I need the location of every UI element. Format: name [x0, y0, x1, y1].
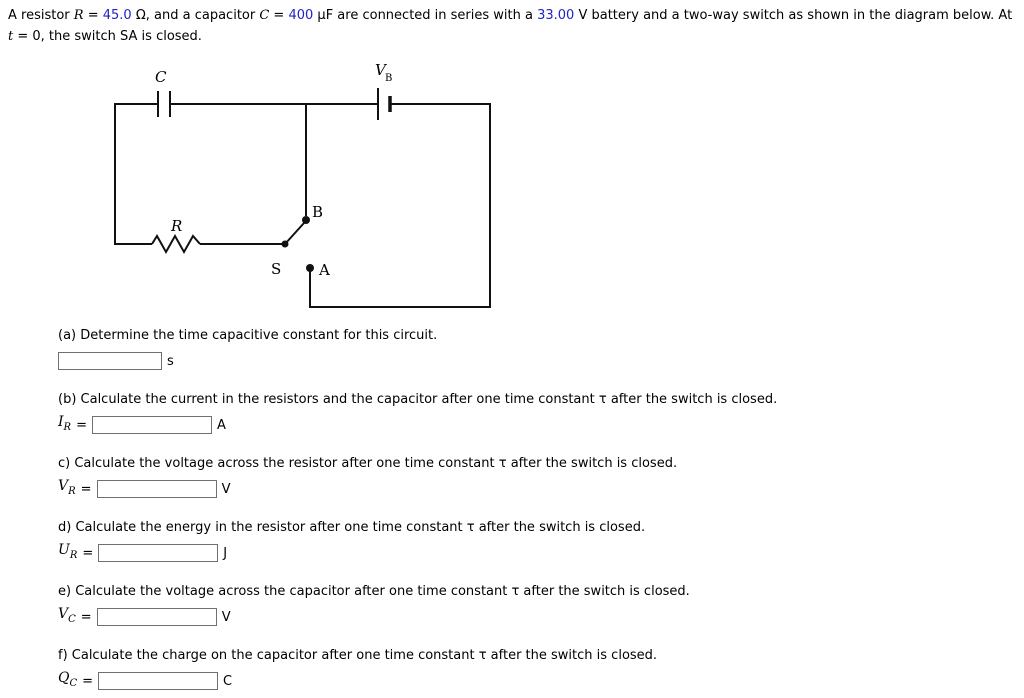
wire-right-bottom: [309, 103, 491, 308]
var-C: C: [259, 8, 270, 23]
var-R: R: [73, 8, 84, 23]
capacitor-label: C: [155, 68, 167, 86]
unit-f: C: [223, 673, 233, 689]
switch-blade: [284, 222, 305, 245]
var-label-VR: VR: [58, 478, 76, 497]
question-f-text: f) Calculate the charge on the capacitor…: [58, 648, 658, 663]
answer-input-c[interactable]: [96, 480, 217, 498]
equals-sign: =: [76, 417, 87, 433]
question-f-answer-row: QC = C: [58, 671, 1016, 691]
question-a-text: (a) Determine the time capacitive consta…: [58, 328, 438, 343]
question-b-text: (b) Calculate the current in the resisto…: [58, 392, 778, 407]
question-a-answer-row: s: [58, 351, 1016, 371]
var-label-VC: VC: [58, 606, 76, 625]
questions-list: (a) Determine the time capacitive consta…: [58, 327, 1016, 691]
answer-input-b[interactable]: [91, 416, 212, 434]
resistor-label: R: [170, 217, 182, 235]
point-b-label: B: [312, 203, 323, 221]
battery-voltage-value: 33.00: [537, 8, 575, 23]
battery-label-sub: B: [385, 73, 392, 84]
question-f: f) Calculate the charge on the capacitor…: [58, 647, 1016, 691]
capacitance-value: 400: [288, 8, 314, 23]
terminal-b-dot: [302, 216, 310, 224]
problem-statement: A resistor R = 45.0 Ω, and a capacitor C…: [8, 8, 1013, 44]
question-e-answer-row: VC = V: [58, 607, 1016, 627]
battery-label-v: V: [375, 61, 388, 79]
question-c-text: c) Calculate the voltage across the resi…: [58, 456, 678, 471]
var-t: t: [8, 29, 14, 44]
resistor-symbol: [151, 233, 201, 255]
wire-left: [114, 103, 158, 245]
var-label-IR: IR: [58, 414, 72, 433]
question-b-answer-row: IR = A: [58, 415, 1016, 435]
statement-text: A resistor: [8, 8, 74, 23]
unit-a: s: [167, 353, 174, 369]
question-c-answer-row: VR = V: [58, 479, 1016, 499]
equals-sign: =: [82, 673, 94, 689]
question-b: (b) Calculate the current in the resisto…: [58, 391, 1016, 435]
unit-b: A: [216, 417, 226, 433]
question-d-text: d) Calculate the energy in the resistor …: [58, 520, 646, 535]
equals-sign: =: [80, 609, 92, 625]
switch-label: S: [271, 260, 281, 278]
circuit-svg: C V R B B S A: [114, 61, 491, 308]
unit-c: V: [221, 481, 231, 497]
answer-input-a[interactable]: [58, 352, 162, 370]
unit-d: J: [223, 545, 228, 561]
resistance-value: 45.0: [102, 8, 132, 23]
question-d: d) Calculate the energy in the resistor …: [58, 519, 1016, 563]
question-a: (a) Determine the time capacitive consta…: [58, 327, 1016, 371]
question-c: c) Calculate the voltage across the resi…: [58, 455, 1016, 499]
equals-sign: =: [82, 545, 94, 561]
circuit-diagram: C V R B B S A: [100, 55, 520, 321]
var-label-UR: UR: [58, 542, 78, 561]
terminal-a-dot: [306, 264, 314, 272]
answer-input-d[interactable]: [98, 544, 219, 562]
question-d-answer-row: UR = J: [58, 543, 1016, 563]
answer-input-e[interactable]: [96, 608, 217, 626]
switch-pivot: [281, 240, 289, 248]
unit-e: V: [221, 609, 231, 625]
equals-sign: =: [80, 481, 92, 497]
point-a-label: A: [318, 261, 330, 279]
question-e: e) Calculate the voltage across the capa…: [58, 583, 1016, 627]
answer-input-f[interactable]: [98, 672, 219, 690]
var-label-QC: QC: [58, 670, 78, 689]
question-e-text: e) Calculate the voltage across the capa…: [58, 584, 690, 599]
